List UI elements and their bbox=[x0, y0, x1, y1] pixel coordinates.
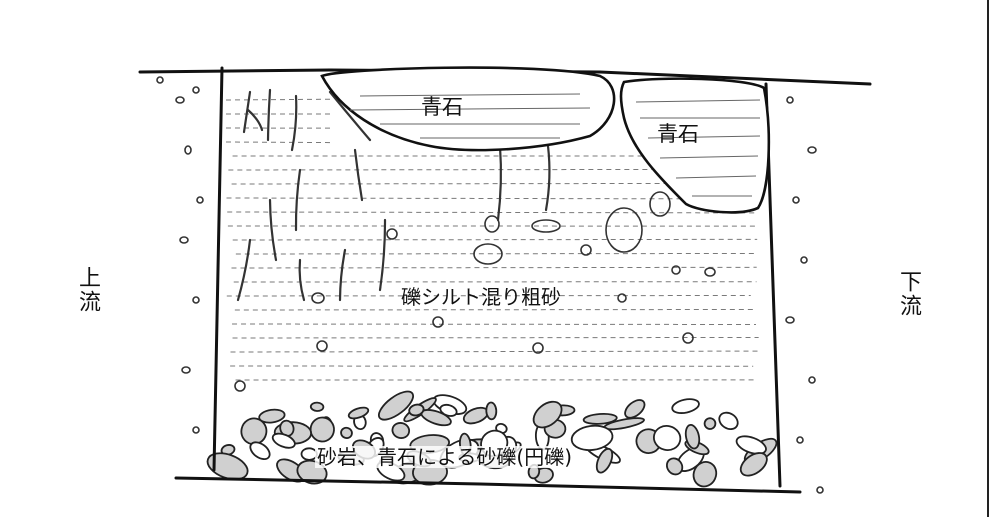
figure-right-border bbox=[987, 0, 989, 517]
cobble bbox=[408, 403, 425, 417]
bluestone-boulder-right bbox=[619, 77, 771, 214]
pebble bbox=[484, 215, 500, 233]
pebble bbox=[432, 316, 444, 328]
gravel-layer-label: 砂岩、青石による砂礫(円礫) bbox=[315, 445, 575, 469]
pebble bbox=[704, 267, 716, 277]
pebble bbox=[682, 332, 694, 344]
hatch-line bbox=[232, 336, 759, 339]
pebble bbox=[531, 219, 561, 233]
hatch-line bbox=[232, 323, 756, 326]
cobble bbox=[739, 452, 768, 477]
pebble-dots bbox=[234, 191, 716, 392]
cobble bbox=[703, 417, 717, 430]
cobble bbox=[582, 412, 618, 425]
streak bbox=[246, 108, 264, 132]
cobble bbox=[340, 426, 353, 439]
sand-layer-label: 礫シルト混り粗砂 bbox=[401, 285, 561, 309]
cobble bbox=[309, 401, 325, 412]
bluestone-label-right: 青石 bbox=[657, 122, 699, 146]
pebble bbox=[532, 342, 544, 354]
cobble bbox=[595, 447, 614, 474]
cobble bbox=[309, 416, 335, 443]
pebble bbox=[580, 244, 592, 256]
hatch-line bbox=[235, 252, 756, 255]
streak bbox=[290, 94, 298, 152]
cobble bbox=[671, 398, 700, 414]
cobble bbox=[718, 411, 739, 431]
hatch-line bbox=[226, 294, 751, 297]
streak bbox=[242, 90, 252, 134]
pebble bbox=[311, 292, 325, 304]
cobble bbox=[532, 400, 563, 429]
streak bbox=[496, 144, 503, 222]
cobble bbox=[439, 403, 458, 417]
hatch-line bbox=[226, 197, 751, 200]
cobble bbox=[684, 423, 701, 450]
hatch-line bbox=[230, 350, 760, 353]
cobble bbox=[666, 457, 684, 476]
pebble bbox=[605, 207, 643, 253]
bluestone-label-left: 青石 bbox=[421, 95, 463, 119]
pebble bbox=[671, 265, 681, 275]
cobble bbox=[378, 390, 414, 421]
cobble bbox=[570, 424, 614, 451]
bluestone-boulders bbox=[320, 66, 771, 214]
cobble bbox=[271, 432, 296, 449]
pebble bbox=[386, 228, 398, 240]
streak bbox=[544, 144, 551, 212]
cobble bbox=[347, 406, 370, 420]
pebble bbox=[617, 293, 627, 303]
cobble bbox=[652, 425, 682, 451]
streak bbox=[294, 168, 302, 232]
pebble bbox=[316, 340, 328, 352]
pebble bbox=[649, 191, 671, 217]
cobble bbox=[391, 422, 411, 439]
pebble bbox=[473, 243, 503, 265]
vertical-streaks bbox=[236, 88, 551, 302]
cobble bbox=[258, 408, 286, 424]
hatch-line bbox=[231, 266, 757, 269]
streak bbox=[353, 148, 364, 202]
cobble bbox=[249, 441, 271, 460]
hatch-line bbox=[225, 98, 331, 101]
hatch-line bbox=[232, 238, 758, 241]
streak bbox=[378, 218, 387, 292]
streak bbox=[268, 198, 278, 262]
cobble bbox=[735, 435, 767, 455]
streak bbox=[338, 248, 347, 302]
hatch-line bbox=[227, 211, 756, 214]
streak bbox=[328, 90, 372, 142]
streak bbox=[266, 88, 272, 142]
hatch-line bbox=[228, 168, 754, 171]
cobble bbox=[485, 401, 498, 421]
trench-bottom-line bbox=[174, 476, 802, 494]
side-pebbles bbox=[156, 76, 824, 494]
cobble bbox=[692, 461, 718, 488]
gravel-cobbles bbox=[206, 390, 778, 488]
streak bbox=[236, 238, 252, 302]
streak bbox=[298, 258, 306, 302]
trench-left-wall bbox=[212, 66, 224, 472]
downstream-label: 下流 bbox=[896, 270, 921, 318]
hatch-line bbox=[234, 308, 756, 311]
cobble bbox=[624, 399, 646, 419]
pebble bbox=[234, 380, 246, 392]
hatch-line bbox=[225, 141, 331, 144]
cobble bbox=[206, 452, 249, 481]
upstream-label: 上流 bbox=[75, 266, 100, 314]
